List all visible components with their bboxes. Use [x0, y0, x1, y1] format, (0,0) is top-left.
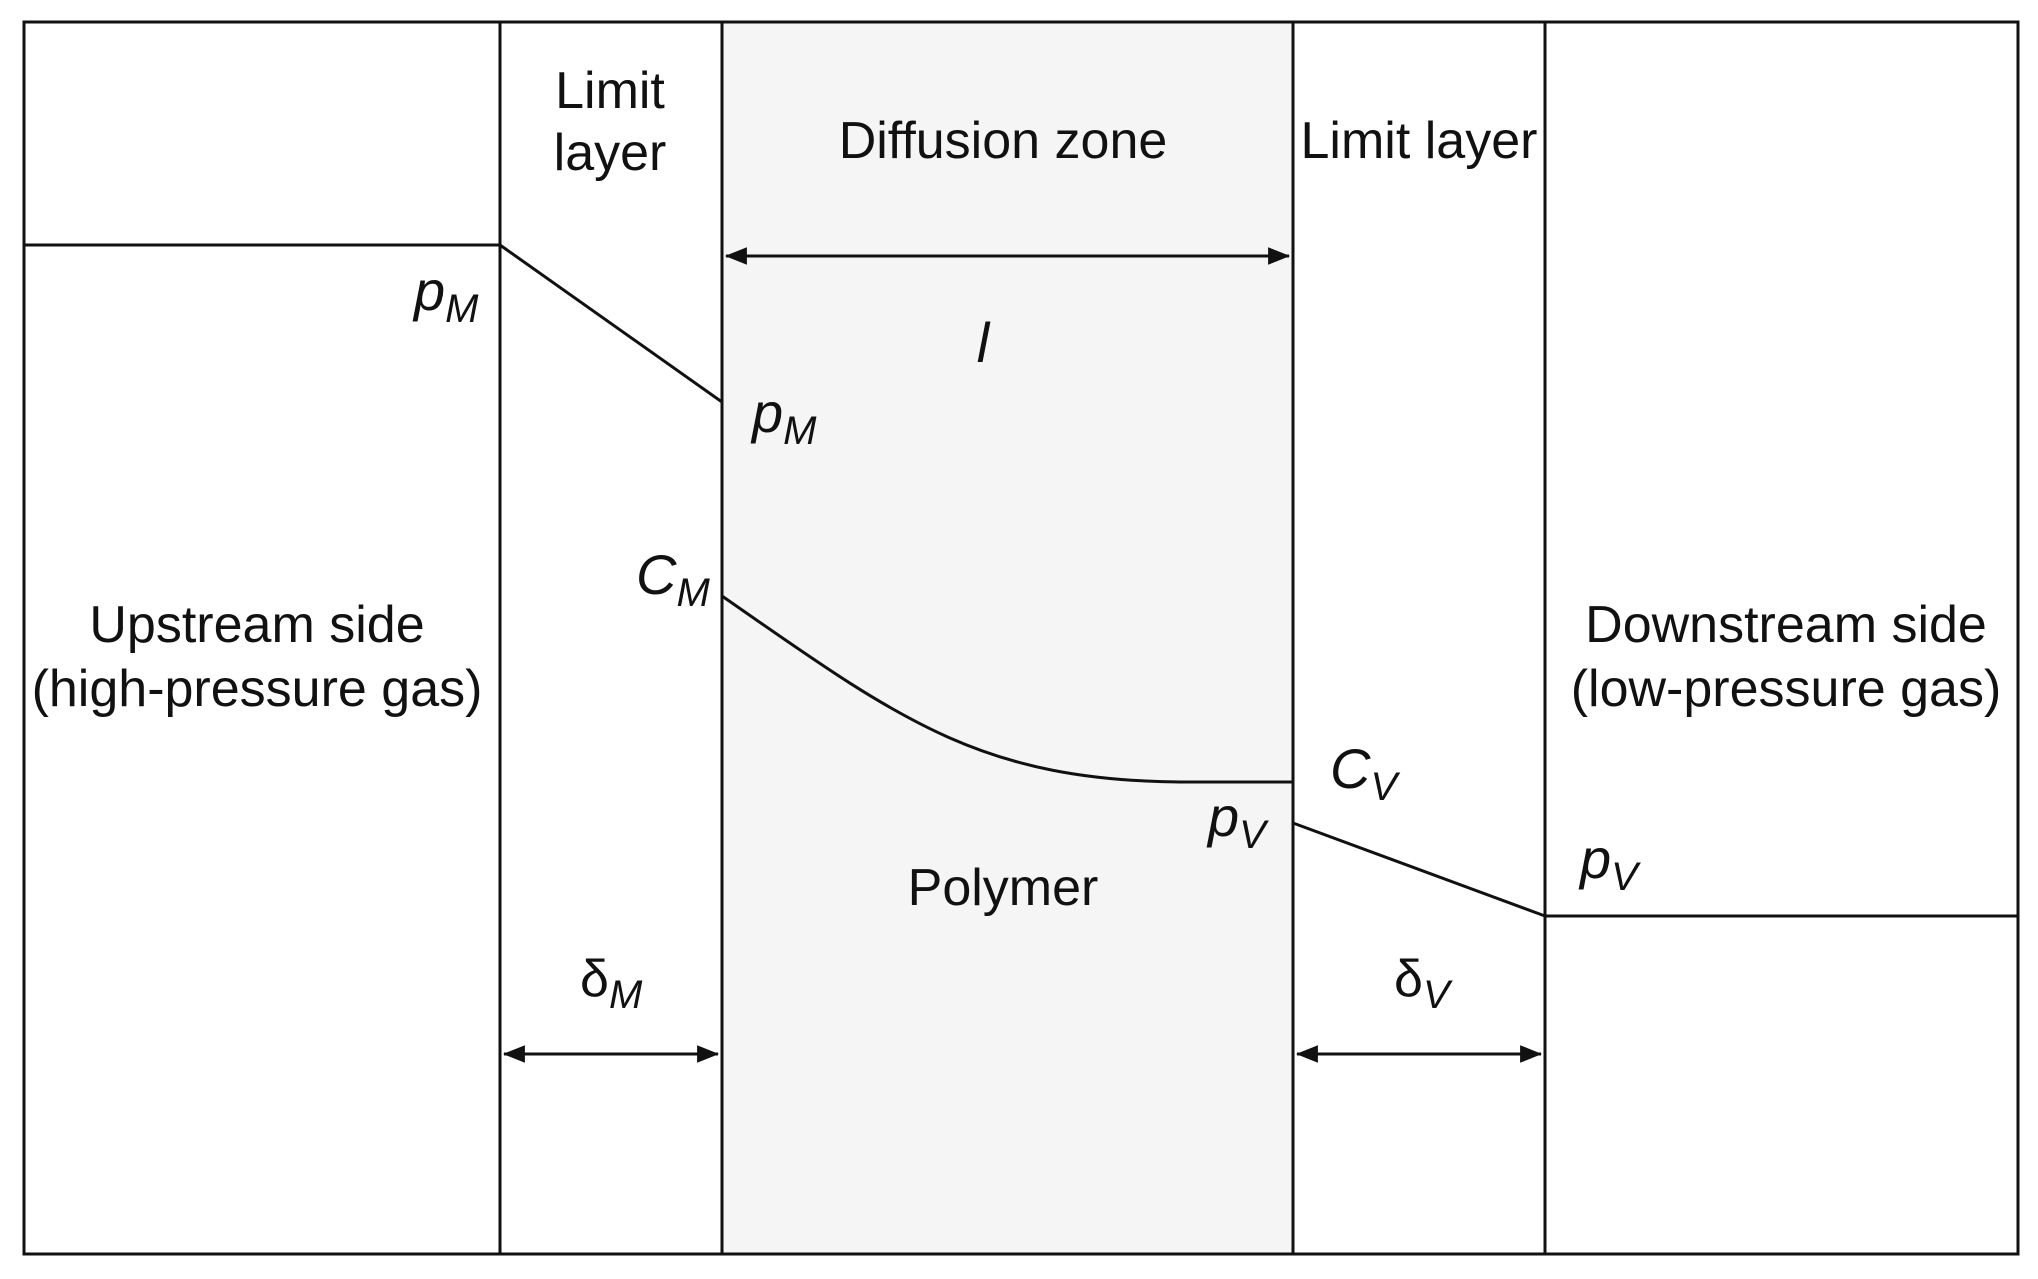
- upstream-label-line1: Upstream side: [89, 596, 424, 654]
- symbol-p-interface-right: pV: [1206, 785, 1269, 857]
- symbol-delta-right: δV: [1394, 950, 1453, 1017]
- polymer-label: Polymer: [908, 859, 1099, 917]
- limit-layer-left-line2: layer: [554, 124, 667, 182]
- symbol-p-interface-left: pM: [750, 381, 817, 453]
- symbol-c-right: CV: [1330, 737, 1400, 809]
- upstream-label-line2: (high-pressure gas): [32, 660, 483, 718]
- downstream-label-line2: (low-pressure gas): [1571, 660, 2002, 718]
- downstream-label-line1: Downstream side: [1585, 596, 1987, 654]
- limit-layer-left-line1: Limit: [555, 62, 665, 120]
- diffusion-thickness-symbol: l: [977, 311, 991, 374]
- right-limit-pressure-drop: [1292, 821, 1546, 918]
- symbol-p-upstream: pM: [412, 259, 479, 331]
- left-limit-pressure-drop: [499, 243, 723, 404]
- limit-layer-right-label: Limit layer: [1301, 112, 1538, 170]
- diffusion-zone-title: Diffusion zone: [839, 112, 1168, 170]
- symbol-p-downstream: pV: [1578, 827, 1641, 899]
- outer-frame: [22, 20, 2020, 1256]
- polymer-region: [722, 22, 1293, 1254]
- concentration-curve: [721, 594, 1293, 784]
- symbol-delta-left: δM: [580, 950, 643, 1017]
- symbol-c-left: CM: [636, 543, 710, 615]
